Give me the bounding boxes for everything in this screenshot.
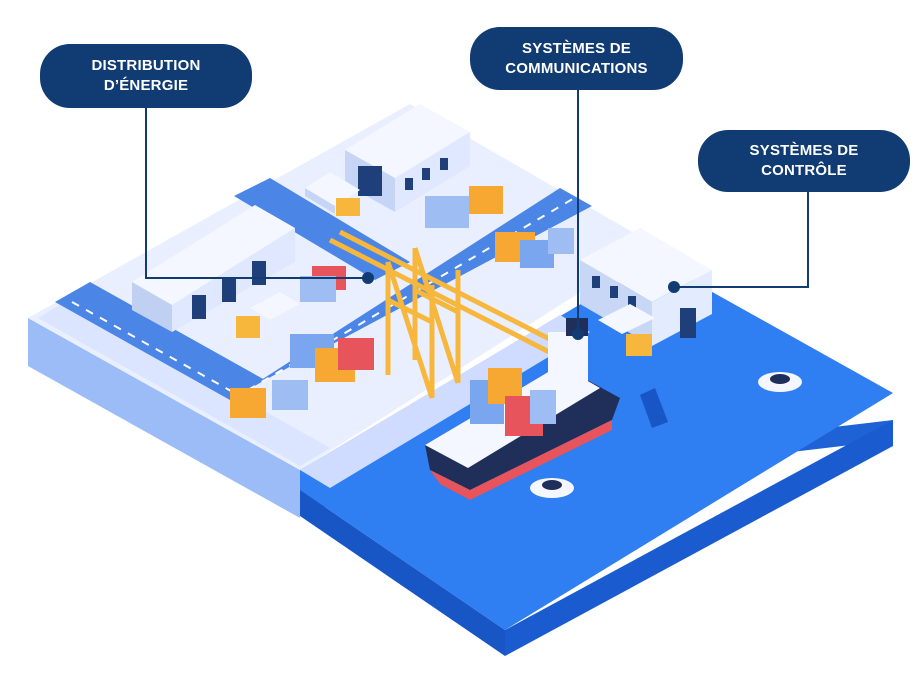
truck-icon bbox=[305, 172, 360, 216]
warehouse-top-icon bbox=[345, 104, 470, 212]
label-energy-line1: DISTRIBUTION bbox=[91, 57, 201, 74]
label-control-line1: SYSTÈMES DE bbox=[749, 142, 859, 159]
boat-icon bbox=[758, 372, 802, 392]
connector-energy bbox=[145, 106, 374, 284]
warehouse-left-icon bbox=[132, 205, 295, 332]
label-energy-line2: D’ÉNERGIE bbox=[103, 77, 189, 94]
label-comm-line1: SYSTÈMES DE bbox=[522, 39, 631, 57]
boat-icon bbox=[530, 478, 574, 498]
truck-icon bbox=[598, 304, 655, 356]
connector-communications bbox=[572, 88, 584, 340]
label-communication-systems: SYSTÈMES DE COMMUNICATIONS bbox=[470, 27, 683, 90]
label-comm-line2: COMMUNICATIONS bbox=[505, 59, 648, 77]
connector-control bbox=[668, 190, 809, 293]
gantry-crane-icon bbox=[328, 229, 567, 399]
truck-icon bbox=[236, 292, 300, 338]
label-control-line2: CONTRÔLE bbox=[761, 162, 847, 179]
label-energy-distribution: DISTRIBUTION D’ÉNERGIE bbox=[40, 44, 252, 108]
label-control-systems: SYSTÈMES DE CONTRÔLE bbox=[698, 130, 910, 192]
cargo-ship-icon bbox=[425, 318, 620, 500]
